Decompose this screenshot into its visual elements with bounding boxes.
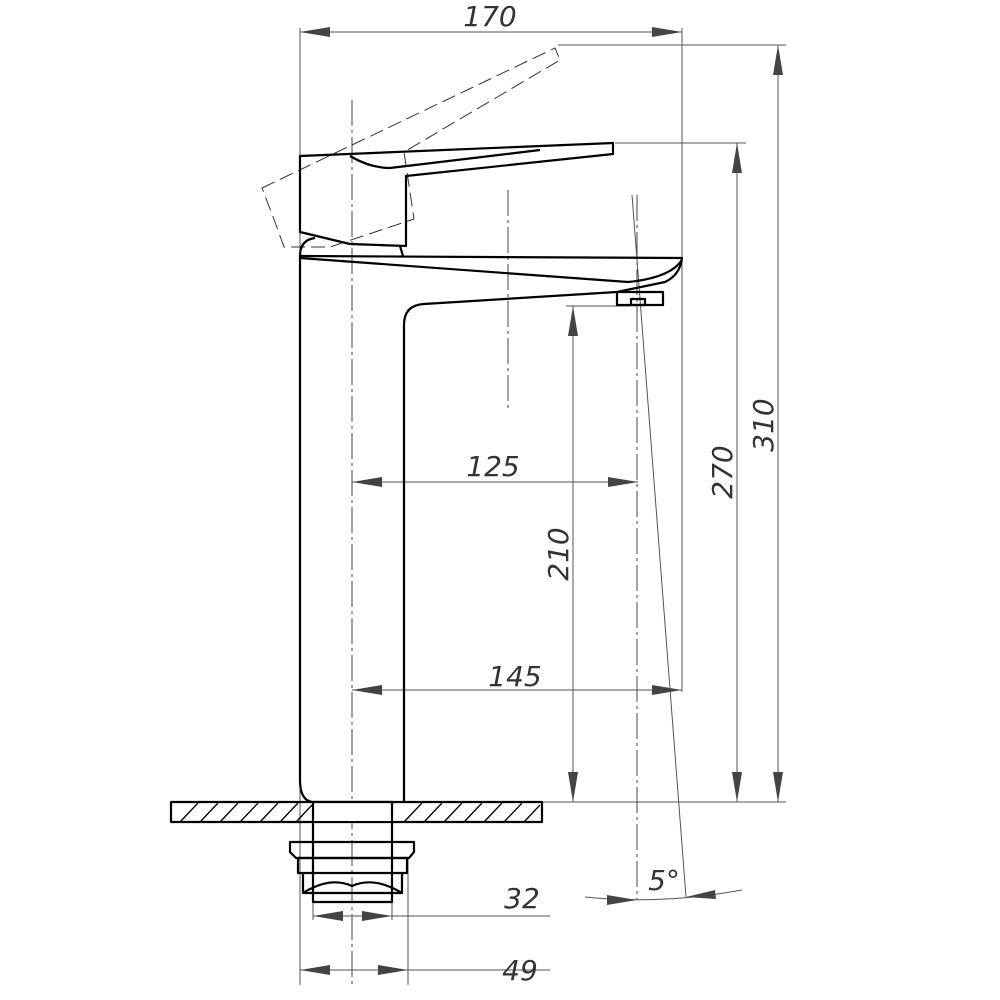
shank-and-nut (288, 800, 416, 904)
dimension-32: 32 (313, 882, 550, 921)
dimension-170: 170 (300, 0, 682, 37)
dim-145-label: 145 (488, 660, 541, 693)
dim-170-label: 170 (463, 0, 516, 33)
dim-310-label: 310 (747, 398, 780, 451)
handle (298, 141, 615, 257)
handle-open-position (261, 47, 561, 248)
dim-125-label: 125 (466, 450, 519, 483)
dimension-angle: 5° (584, 864, 743, 905)
dim-49-label: 49 (502, 954, 538, 987)
center-lines (351, 100, 687, 985)
dim-angle-label: 5° (648, 864, 680, 897)
deck-plate (169, 800, 544, 824)
dimension-125: 125 (352, 450, 638, 487)
dimension-210: 210 (542, 306, 578, 802)
dim-210-label: 210 (542, 527, 575, 580)
dim-32-label: 32 (504, 882, 540, 915)
faucet-body (298, 254, 684, 804)
dim-270-label: 270 (706, 445, 739, 498)
dimension-310: 310 (747, 45, 783, 802)
aerator (615, 290, 665, 307)
dimension-49: 49 (300, 954, 550, 987)
dimension-270: 270 (706, 143, 742, 802)
dimension-145: 145 (352, 660, 682, 695)
